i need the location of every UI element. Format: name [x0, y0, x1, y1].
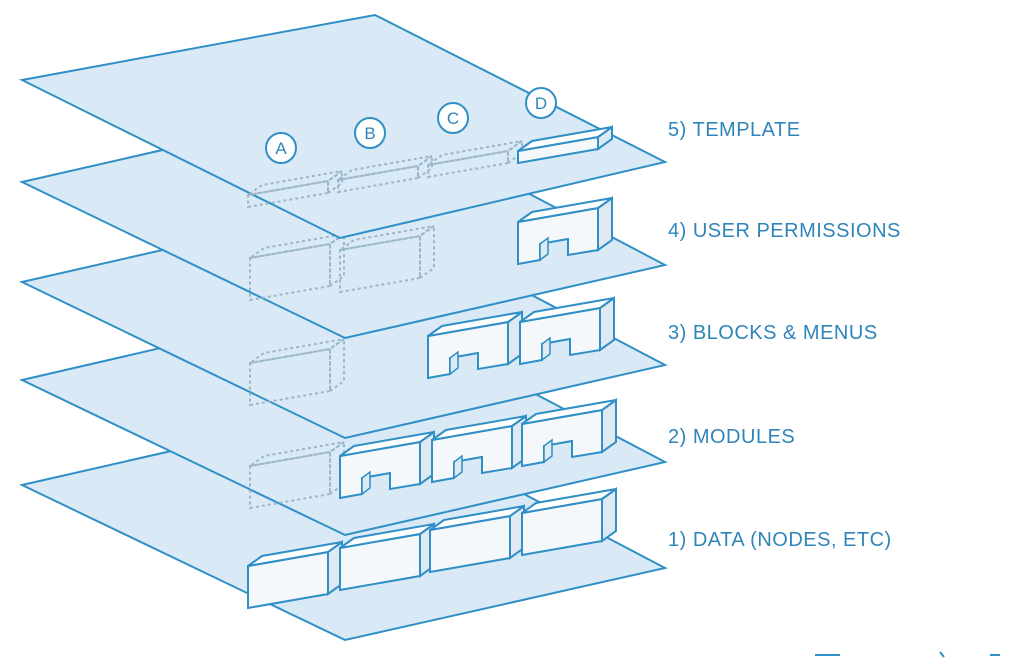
layer-3-label: 3) BLOCKS & MENUS [668, 322, 878, 344]
slot-a-label: A [275, 139, 287, 158]
slot-b-marker: B [354, 117, 386, 149]
circled-letter-icon [265, 132, 297, 164]
layer-5-template: A B C D [18, 13, 668, 240]
circled-letter-icon [525, 87, 557, 119]
layer-4-label: 4) USER PERMISSIONS [668, 220, 901, 242]
slot-c-marker: C [437, 102, 469, 134]
slot-d-marker: D [525, 87, 557, 119]
layer-1-label: 1) DATA (NODES, ETC) [668, 529, 892, 551]
layer-5-label: 5) TEMPLATE [668, 119, 801, 141]
slot-b-label: B [364, 124, 375, 143]
layer-5-plane [18, 13, 668, 240]
slot-a-marker: A [265, 132, 297, 164]
circled-letter-icon [437, 102, 469, 134]
circled-letter-icon [354, 117, 386, 149]
slot-d-label: D [535, 94, 547, 113]
layer-2-label: 2) MODULES [668, 426, 796, 448]
corner-marks [815, 651, 1000, 658]
slot-c-label: C [447, 109, 459, 128]
template-slot-d-block [517, 125, 613, 165]
